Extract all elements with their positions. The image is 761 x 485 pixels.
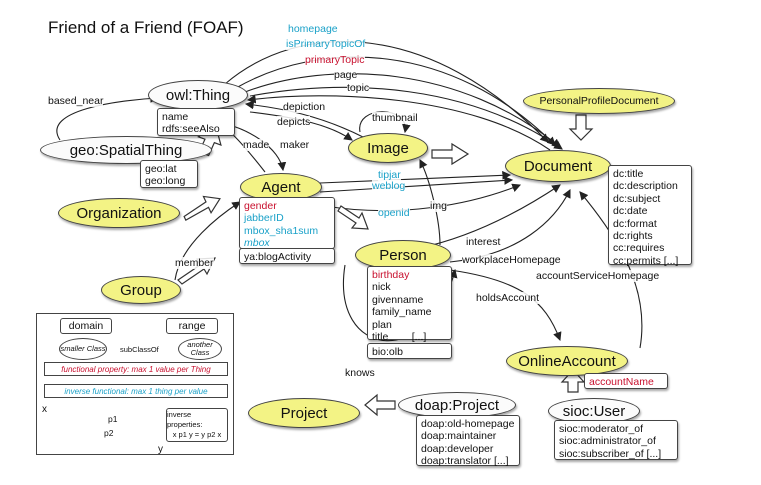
- agent-blogactivity: ya:blogActivity: [239, 248, 335, 264]
- owl-thing-properties: name rdfs:seeAlso: [157, 108, 235, 136]
- organization-node: Organization: [58, 198, 180, 228]
- image-node: Image: [348, 133, 428, 163]
- doap-project-node: doap:Project: [398, 392, 516, 418]
- edge-label-topic: topic: [347, 82, 370, 94]
- sioc-user-node: sioc:User: [548, 398, 640, 424]
- legend-x: x: [42, 404, 47, 415]
- edge-label-img: img: [430, 200, 447, 212]
- agent-properties: gender jabberID mbox_sha1sum mbox: [239, 197, 335, 249]
- legend-p1: p1: [108, 414, 118, 424]
- edge-label-primarytopic: primaryTopic: [305, 54, 365, 66]
- legend-subclassof: subClassOf: [120, 345, 159, 354]
- legend-domain: domain: [60, 318, 112, 334]
- edge-label-knows: knows: [345, 367, 375, 379]
- legend-y: y: [158, 444, 163, 455]
- person-properties: birthday nick givenname family_name plan…: [367, 266, 452, 343]
- document-node: Document: [505, 150, 611, 182]
- edge-label-holdsaccount: holdsAccount: [476, 292, 540, 304]
- edge-label-accountservicehomepage: accountServiceHomepage: [536, 270, 660, 282]
- legend-p2: p2: [104, 428, 114, 438]
- legend-smaller-class: smaller Class: [59, 338, 107, 360]
- edge-label-maker: maker: [280, 139, 310, 151]
- document-properties: dc:title dc:description dc:subject dc:da…: [608, 165, 692, 267]
- online-account-properties: accountName: [584, 373, 668, 389]
- owl-thing-node: owl:Thing: [148, 80, 248, 110]
- personal-profile-document-node: PersonalProfileDocument: [523, 88, 675, 114]
- person-bio-olb: bio:olb: [367, 343, 452, 359]
- project-node: Project: [248, 398, 360, 428]
- legend-functional: functional property: max 1 value per Thi…: [44, 362, 228, 376]
- edge-label-depiction: depiction: [283, 101, 326, 113]
- online-account-node: OnlineAccount: [506, 346, 628, 376]
- edge-label-tipjar: tipjar: [378, 169, 401, 181]
- geo-spatialthing-node: geo:SpatialThing: [40, 136, 212, 164]
- edge-label-made: made: [243, 139, 270, 151]
- person-node: Person: [355, 240, 451, 270]
- edge-label-weblog: weblog: [372, 180, 406, 192]
- edge-label-workplacehomepage: workplaceHomepage: [462, 254, 561, 266]
- edge-label-openid: openid: [378, 207, 410, 219]
- edge-label-based-near: based_near: [48, 95, 104, 107]
- legend-another-class: another Class: [178, 338, 222, 360]
- edge-label-isprimarytopicof: isPrimaryTopicOf: [286, 38, 366, 50]
- doap-project-properties: doap:old-homepage doap:maintainer doap:d…: [416, 415, 520, 467]
- edge-label-thumbnail: thumbnail: [372, 112, 418, 124]
- sioc-user-properties: sioc:moderator_of sioc:administrator_of …: [554, 420, 678, 460]
- edge-label-interest: interest: [466, 236, 501, 248]
- edge-label-homepage: homepage: [288, 23, 338, 35]
- edge-label-depicts: depicts: [277, 116, 311, 128]
- legend-inverse-props: inverse properties: x p1 y = y p2 x: [166, 408, 228, 442]
- geo-spatialthing-properties: geo:lat geo:long: [140, 160, 198, 188]
- group-node: Group: [101, 276, 181, 304]
- diagram-title: Friend of a Friend (FOAF): [48, 18, 244, 37]
- legend-inverse: inverse functional: max 1 thing per valu…: [44, 384, 228, 398]
- legend-range: range: [166, 318, 218, 334]
- edge-label-page: page: [334, 69, 358, 81]
- edge-label-member: member: [175, 257, 214, 269]
